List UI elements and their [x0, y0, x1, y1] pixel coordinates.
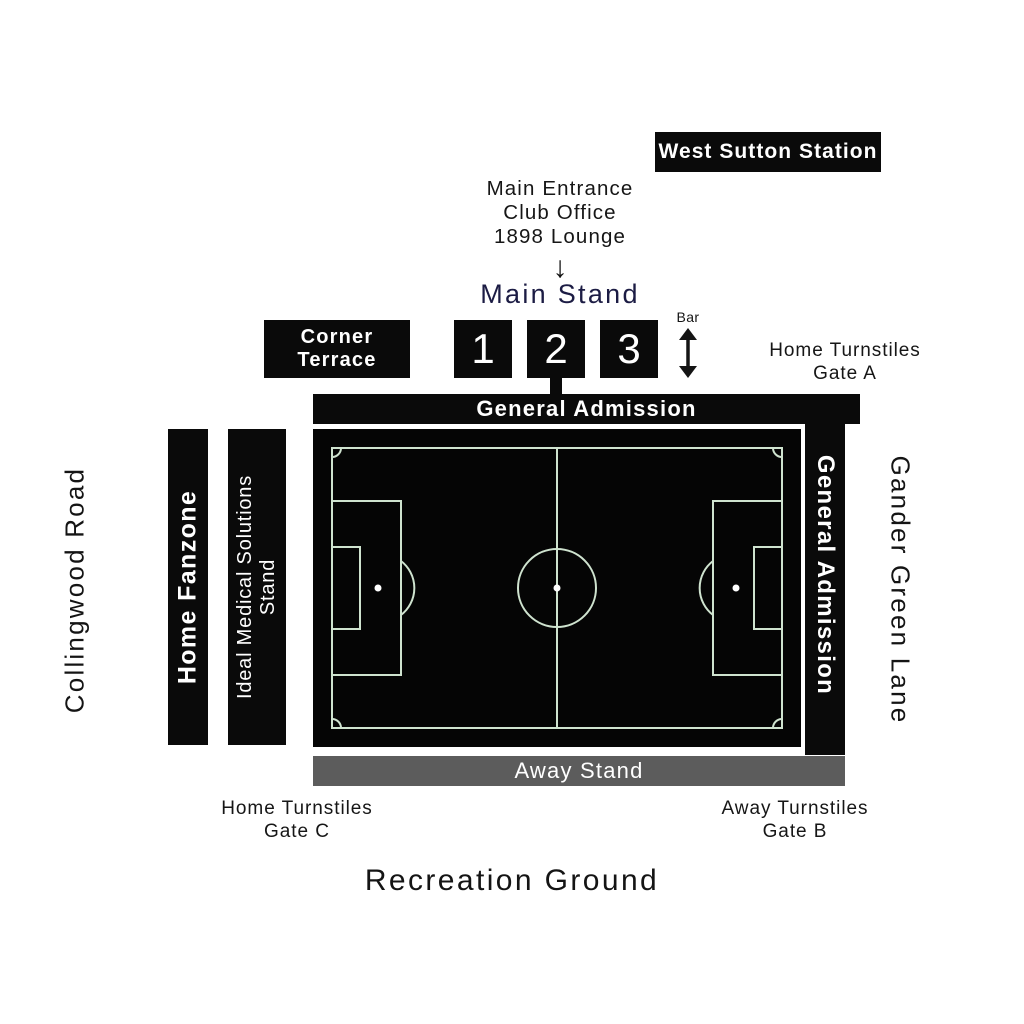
home-turnstiles-gate-a: Home Turnstiles Gate A [740, 340, 950, 386]
home-fanzone-stand: Home Fanzone [168, 429, 208, 745]
corner-terrace-line-2: Terrace [297, 349, 377, 371]
street-gander-green-lane-label: Gander Green Lane [885, 455, 916, 725]
away-turnstiles-gate-b-line-1: Away Turnstiles [721, 798, 869, 819]
away-stand: Away Stand [313, 756, 845, 786]
away-turnstiles-gate-b: Away Turnstiles Gate B [690, 798, 900, 844]
main-stand-block-2: 2 [527, 320, 585, 378]
main-entrance-info: Main Entrance Club Office 1898 Lounge [448, 177, 672, 250]
main-entrance-line-3: 1898 Lounge [493, 225, 627, 249]
home-turnstiles-gate-c-line-2: Gate C [264, 820, 330, 842]
general-admission-top-stand: General Admission [313, 394, 860, 424]
home-turnstiles-gate-a-line-2: Gate A [813, 362, 877, 384]
main-entrance-line-1: Main Entrance [486, 177, 634, 200]
pitch-frame [313, 429, 801, 747]
home-turnstiles-gate-c-line-1: Home Turnstiles [221, 798, 373, 819]
pitch-markings-icon [331, 447, 783, 729]
double-arrow-vertical-icon [672, 328, 704, 378]
arrow-down-icon: ↓ [552, 251, 568, 284]
street-collingwood-road-label: Collingwood Road [59, 466, 90, 714]
main-stand-block-3: 3 [600, 320, 658, 378]
main-entrance-line-2: Club Office [503, 201, 617, 225]
away-turnstiles-gate-b-line-2: Gate B [762, 820, 828, 842]
main-stand-block-2-connector [550, 375, 562, 399]
street-gander-green-lane: Gander Green Lane [880, 420, 920, 760]
bar-label: Bar [676, 309, 700, 325]
home-turnstiles-gate-c: Home Turnstiles Gate C [192, 798, 402, 844]
home-fanzone-label: Home Fanzone [173, 489, 202, 685]
main-stand-title: Main Stand [480, 279, 640, 309]
home-turnstiles-gate-a-line-1: Home Turnstiles [769, 340, 921, 361]
main-stand-block-1: 1 [454, 320, 512, 378]
west-sutton-station-label: West Sutton Station [655, 132, 881, 172]
corner-terrace-line-1: Corner [300, 326, 374, 349]
general-admission-right-label: General Admission [812, 454, 839, 695]
street-collingwood-road: Collingwood Road [55, 430, 95, 750]
general-admission-right-stand: General Admission [805, 394, 845, 755]
page-title: Recreation Ground [364, 864, 660, 897]
football-pitch [323, 439, 791, 737]
corner-terrace-block: Corner Terrace [264, 320, 410, 378]
